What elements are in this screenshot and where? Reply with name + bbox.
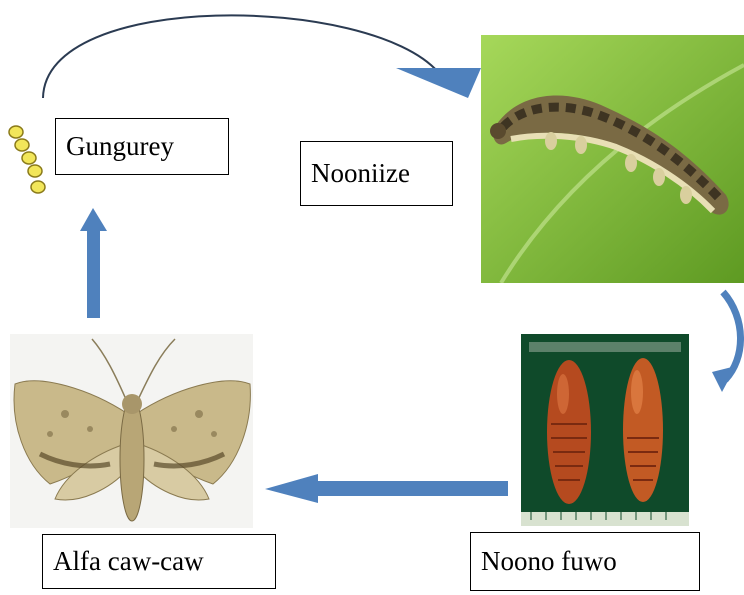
arrowhead-to-larva bbox=[396, 68, 481, 98]
caterpillar-photo bbox=[481, 35, 744, 283]
arrow-shaft-pupa-to-adult bbox=[318, 481, 508, 496]
stage-label-eggs: Gungurey bbox=[55, 118, 229, 175]
cycle-arc-eggs-to-larva bbox=[43, 15, 438, 98]
stage-label-pupa-text: Noono fuwo bbox=[481, 548, 617, 575]
moth-photo bbox=[10, 334, 253, 528]
pupae-photo bbox=[521, 334, 689, 526]
stage-label-pupa: Noono fuwo bbox=[470, 532, 700, 591]
arrowhead-to-adult bbox=[265, 474, 318, 503]
stage-label-adult-text: Alfa caw-caw bbox=[53, 548, 204, 575]
arrow-shaft-adult-to-eggs bbox=[87, 230, 100, 318]
arrowhead-to-eggs bbox=[80, 208, 107, 231]
stage-label-larva-text: Nooniize bbox=[311, 160, 410, 187]
egg-cluster bbox=[9, 126, 45, 193]
arrowhead-to-pupa bbox=[712, 366, 736, 392]
stage-label-adult: Alfa caw-caw bbox=[42, 534, 276, 589]
stage-label-larva: Nooniize bbox=[300, 141, 453, 206]
curved-arrow-larva-to-pupa bbox=[723, 292, 741, 380]
stage-label-eggs-text: Gungurey bbox=[66, 133, 174, 160]
